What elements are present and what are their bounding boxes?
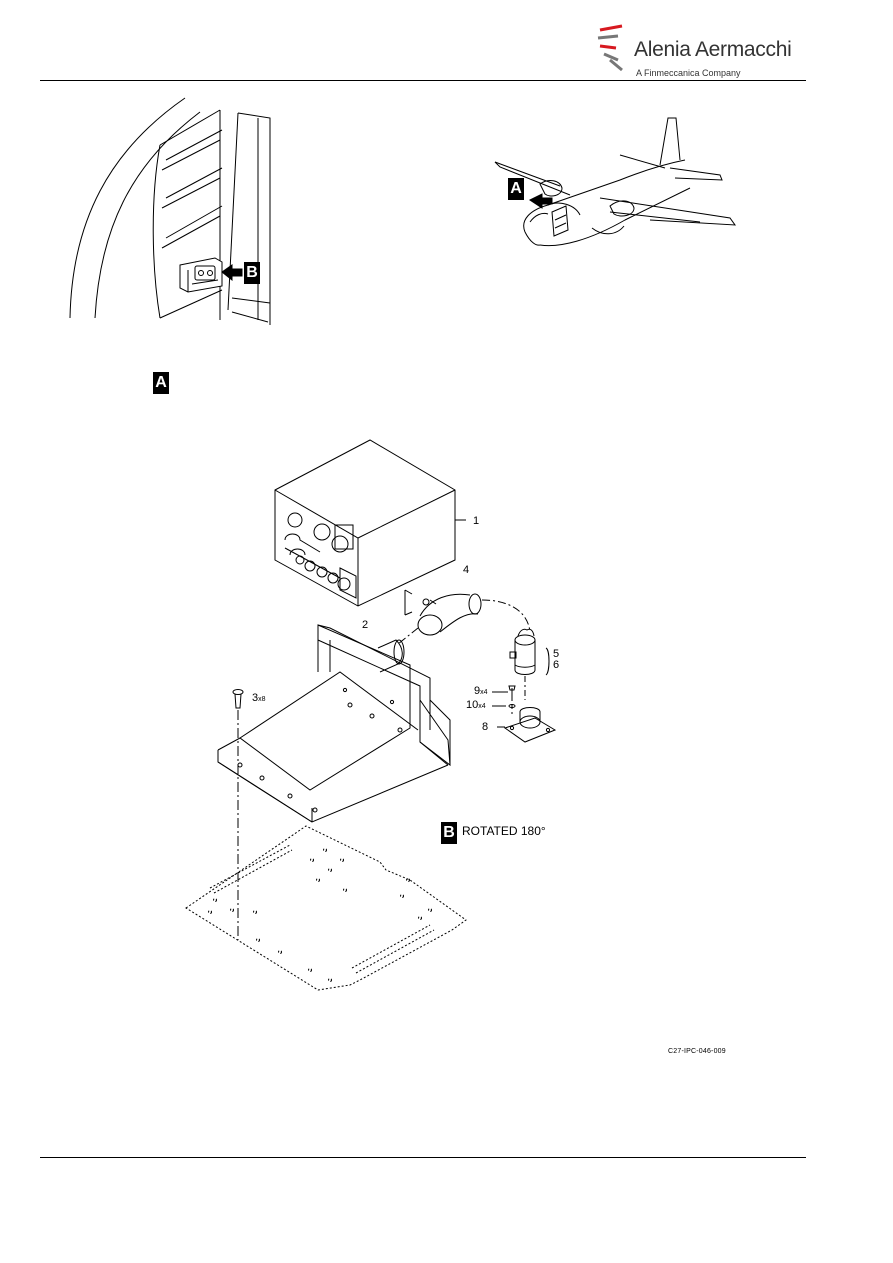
- view-a-cabin-rack: [69, 97, 271, 325]
- callout-9-number: 9: [474, 685, 481, 697]
- callout-4: 4: [463, 564, 470, 576]
- company-logo: Alenia Aermacchi A Finmeccanica Company: [596, 24, 796, 80]
- callout-5: 5: [553, 648, 560, 660]
- tray-item-2: [217, 624, 451, 823]
- callout-3-qty: x8: [258, 696, 266, 703]
- view-label-a: A: [153, 372, 169, 394]
- arrow-to-fuselage-icon: [529, 193, 553, 209]
- callout-10-qty: x4: [478, 703, 486, 710]
- aircraft-locator: [494, 117, 737, 247]
- callout-9: 9x4: [474, 686, 488, 698]
- brand-tagline: A Finmeccanica Company: [636, 68, 741, 78]
- header-rule: [40, 80, 806, 81]
- arrow-to-b-icon: [221, 264, 243, 282]
- callout-3-number: 3: [252, 692, 259, 704]
- unit-item-1: [274, 439, 466, 607]
- view-label-b: B: [441, 822, 457, 844]
- callout-1: 1: [473, 515, 480, 527]
- brand-name: Alenia Aermacchi: [634, 38, 792, 61]
- fitting-item-8: [492, 685, 557, 743]
- callout-10-number: 10: [466, 699, 479, 711]
- filter-item-5-6: [509, 628, 550, 700]
- callout-3: 3x8: [252, 693, 266, 705]
- footer-rule: [40, 1157, 806, 1158]
- callout-2: 2: [362, 619, 369, 631]
- duct-item-4: [404, 589, 482, 636]
- figure-id: C27-IPC-046-009: [668, 1048, 726, 1055]
- callout-8: 8: [482, 721, 489, 733]
- callout-10: 10x4: [466, 700, 486, 712]
- callout-9-qty: x4: [480, 689, 488, 696]
- callout-6: 6: [553, 659, 560, 671]
- floor-panel: [185, 825, 467, 991]
- screw-item-3: [232, 689, 244, 940]
- view-b-caption: ROTATED 180°: [462, 824, 546, 838]
- view-label-b-small: B: [244, 262, 260, 284]
- swoosh-icon: [597, 24, 623, 72]
- view-label-a-locator: A: [508, 178, 524, 200]
